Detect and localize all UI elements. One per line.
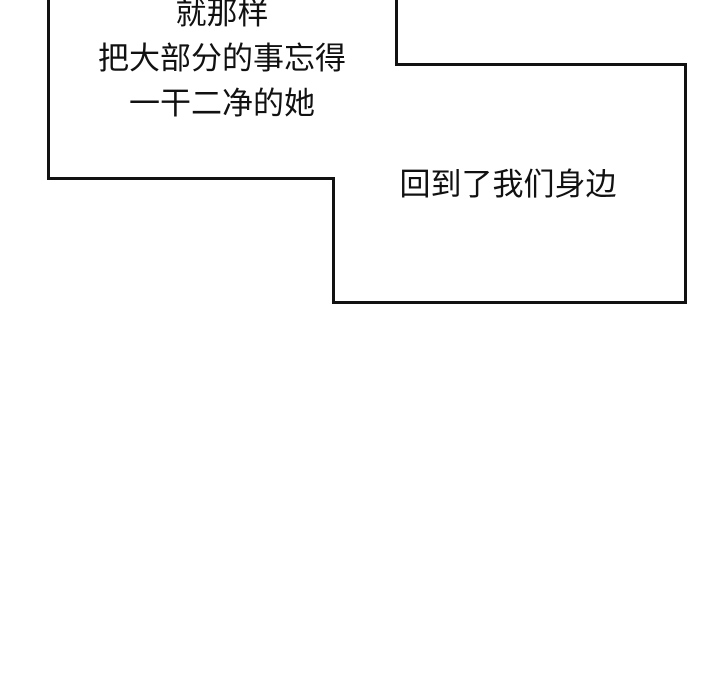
caption-border-left <box>47 0 50 180</box>
caption-text-2: 回到了我们身边 <box>360 163 656 208</box>
caption-border-middle <box>332 177 335 304</box>
caption-text-1: 就那样 把大部分的事忘得 一干二净的她 <box>60 0 384 127</box>
caption-border-bottom <box>332 301 687 304</box>
caption-line: 就那样 <box>175 0 269 32</box>
caption-border-top-right <box>395 63 687 66</box>
caption-border-inner <box>395 0 398 66</box>
caption-border-bottom-left <box>47 177 335 180</box>
caption-border-right <box>684 63 687 304</box>
caption-line: 把大部分的事忘得 <box>98 41 346 77</box>
caption-line: 回到了我们身边 <box>399 167 617 203</box>
caption-line: 一干二净的她 <box>129 86 315 122</box>
